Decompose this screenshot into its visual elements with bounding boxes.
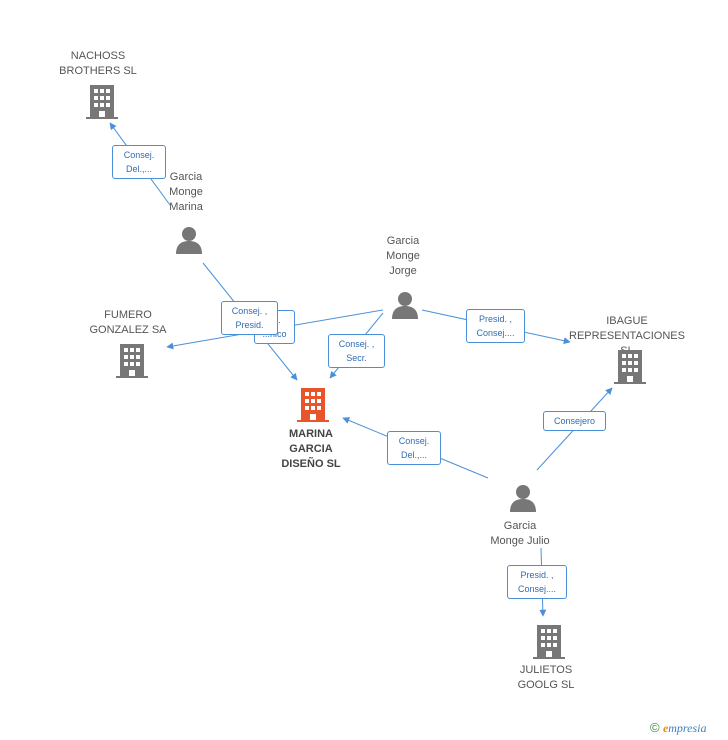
- node-label-julietos: JULIETOS GOOLG SL: [517, 664, 575, 691]
- node-label-marina-diseno: MARINA GARCIA DISEÑO SL: [281, 428, 341, 470]
- building-icon[interactable]: [86, 85, 118, 119]
- node-label-garcia-marina: Garcia Monge Marina: [169, 171, 203, 213]
- edge-label-julio-ibague[interactable]: Consejero: [543, 411, 606, 431]
- edge-label-julio-julietos[interactable]: Presid. , Consej....: [507, 565, 567, 599]
- node-label-nachoss: NACHOSS BROTHERS SL: [59, 50, 137, 77]
- node-label-garcia-jorge: Garcia Monge Jorge: [386, 235, 420, 277]
- edge-label-jorge-ibague[interactable]: Presid. , Consej....: [466, 309, 525, 343]
- edge-label-marina-nachoss[interactable]: Consej. Del.,...: [112, 145, 166, 179]
- edge-label-marina-fumero[interactable]: Consej. , Presid.: [221, 301, 278, 335]
- person-icon[interactable]: [508, 484, 538, 512]
- building-icon[interactable]: [614, 350, 646, 384]
- empresia-logo: empresia: [662, 721, 707, 735]
- copyright-icon: ©: [650, 720, 660, 735]
- building-icon-focus[interactable]: [297, 388, 329, 422]
- empresia-watermark[interactable]: © empresia: [650, 720, 707, 736]
- building-icon[interactable]: [116, 344, 148, 378]
- building-icon[interactable]: [533, 625, 565, 659]
- edge-label-julio-diseno[interactable]: Consej. Del.,...: [387, 431, 441, 465]
- node-label-fumero: FUMERO GONZALEZ SA: [89, 309, 167, 336]
- person-icon[interactable]: [174, 226, 204, 254]
- edge-label-jorge-diseno[interactable]: Consej. , Secr.: [328, 334, 385, 368]
- node-label-garcia-julio: Garcia Monge Julio: [490, 520, 550, 547]
- person-icon[interactable]: [390, 291, 420, 319]
